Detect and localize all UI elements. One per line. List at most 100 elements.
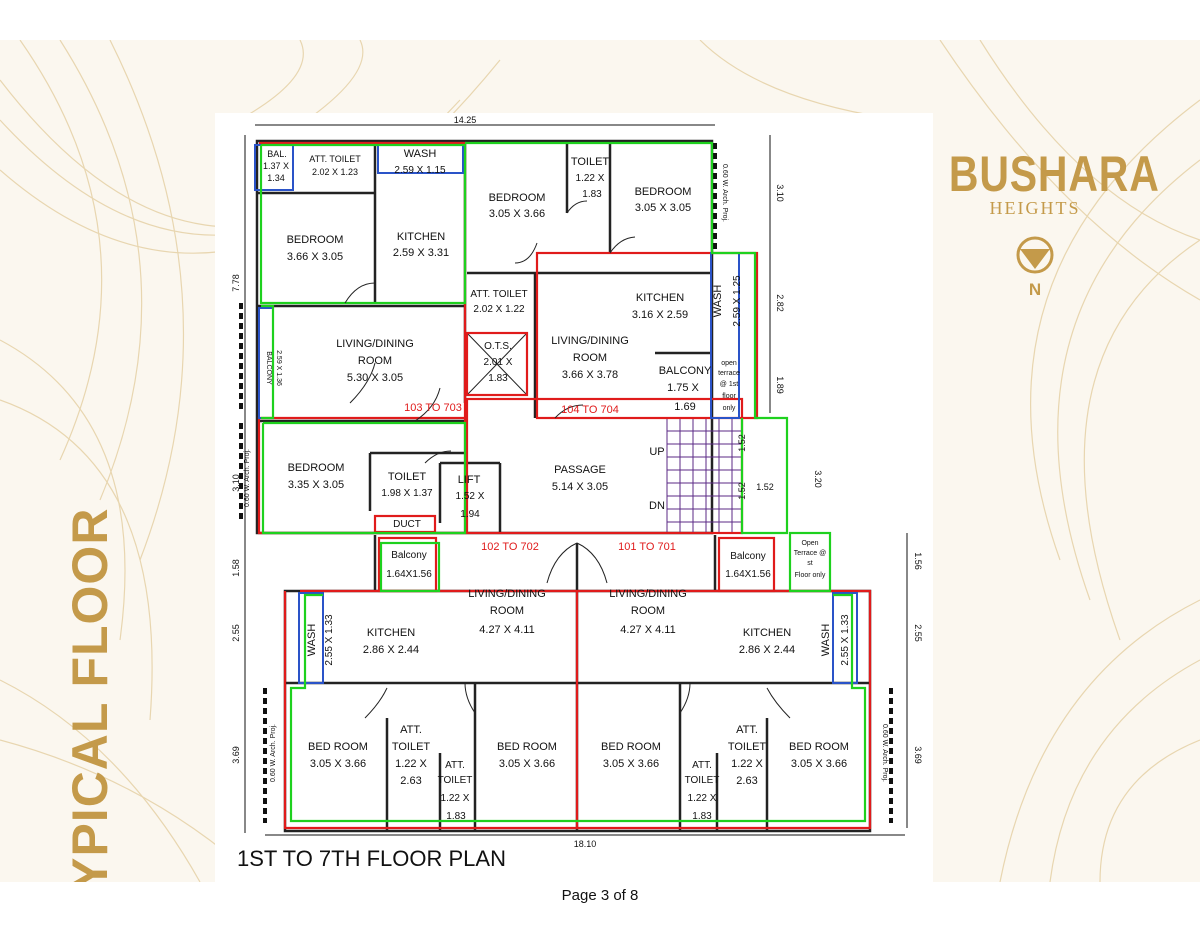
room-balcony-a-name: BALCONY: [265, 351, 272, 385]
room-bed-d1-name: BED ROOM: [601, 741, 661, 753]
unit-label-102: 102 TO 702: [481, 541, 539, 553]
plan-title: 1ST TO 7TH FLOOR PLAN: [237, 846, 506, 871]
room-ots-name: O.T.S.: [484, 341, 512, 352]
room-wash-b-dim: 2.59 X 1.25: [732, 275, 743, 327]
room-att-c1-dim1: 1.22 X: [395, 758, 427, 770]
open-terrace-bottom-4: Floor only: [795, 572, 826, 579]
stair-dimension-1: 1.52: [737, 434, 747, 452]
room-ots-dim1: 2.01 X: [484, 357, 513, 368]
open-terrace-top-5: only: [723, 405, 736, 412]
room-wash-a-name: WASH: [404, 148, 437, 160]
unit-label-101: 101 TO 701: [618, 541, 676, 553]
room-kitchen-c-name: KITCHEN: [367, 627, 415, 639]
room-att-c2-name: ATT.: [445, 760, 465, 771]
dimension-right-7: 3.69: [913, 746, 923, 764]
room-wash-b-name: WASH: [712, 285, 724, 318]
room-balcony-d-dim: 1.64X1.56: [725, 569, 771, 580]
room-bed-d1-dim: 3.05 X 3.66: [603, 758, 659, 770]
room-living-b-room: ROOM: [573, 352, 607, 364]
room-living-b-dim: 3.66 X 3.78: [562, 369, 618, 381]
room-bed-c1-name: BED ROOM: [308, 741, 368, 753]
room-balcony-b-dim2: 1.69: [674, 401, 695, 413]
room-bal-name: BAL.: [267, 149, 287, 159]
brand-logo: BUSHARA HEIGHTS N: [930, 148, 1159, 318]
room-bedroom-a2-name: BEDROOM: [288, 462, 345, 474]
room-bedroom-a1-name: BEDROOM: [287, 234, 344, 246]
dimension-right-3: 1.89: [775, 376, 785, 394]
open-terrace-bottom-3: st: [807, 560, 813, 567]
open-terrace-bottom-2: Terrace @: [794, 550, 826, 557]
room-wash-c-dim: 2.55 X 1.33: [324, 614, 335, 666]
room-bed-c1-dim: 3.05 X 3.66: [310, 758, 366, 770]
room-balcony-a-dim: 2.59 X 1.36: [275, 350, 282, 386]
room-att-d1-dim1: 1.22 X: [688, 793, 717, 804]
room-att-d2-dim1: 1.22 X: [731, 758, 763, 770]
room-bedroom-b1-dim: 3.05 X 3.66: [489, 208, 545, 220]
room-kitchen-b-dim: 3.16 X 2.59: [632, 309, 688, 321]
room-kitchen-c-dim: 2.86 X 2.44: [363, 644, 419, 656]
unit-label-104: 104 TO 704: [561, 404, 619, 416]
room-bedroom-b2-dim: 3.05 X 3.05: [635, 202, 691, 214]
room-bed-d2-name: BED ROOM: [789, 741, 849, 753]
room-balcony-d-name: Balcony: [730, 551, 766, 562]
room-att-d1-name: ATT.: [692, 760, 712, 771]
room-living-a-room: ROOM: [358, 355, 392, 367]
dimension-top: 14.25: [454, 115, 477, 125]
room-att-d1-sub: TOILET: [685, 775, 720, 786]
dimension-right-6: 2.55: [913, 624, 923, 642]
room-lift-dim1: 1.52 X: [456, 491, 485, 502]
room-bal-dim1: 1.37 X: [263, 161, 289, 171]
room-bedroom-b2-name: BEDROOM: [635, 186, 692, 198]
north-label: N: [1029, 280, 1041, 299]
room-living-d-room: ROOM: [631, 605, 665, 617]
room-living-a-dim: 5.30 X 3.05: [347, 372, 403, 384]
stair-up-label: UP: [649, 446, 664, 458]
open-terrace-top-3: @ 1st: [720, 381, 738, 388]
room-att-c2-dim2: 1.83: [446, 811, 466, 822]
upper-block-walls: [255, 139, 714, 535]
room-att-d2-name: ATT.: [736, 724, 758, 736]
room-wash-a-dim: 2.59 X 1.15: [394, 165, 446, 176]
floor-plan-drawing: 14.25 18.10 7.78 3.10 1.58 2.55 3.69 3.1…: [231, 115, 923, 849]
room-att-d1-dim2: 1.83: [692, 811, 712, 822]
room-att-toilet-b-dim: 2.02 X 1.22: [473, 304, 525, 315]
room-balcony-b-dim1: 1.75 X: [667, 382, 699, 394]
arch-proj-note-bottom-left: 0.60 W. Arch. Proj.: [270, 724, 277, 782]
room-living-c-name: LIVING/DINING: [468, 588, 546, 600]
room-att-c1-name: ATT.: [400, 724, 422, 736]
balcony-outlines-blue: [254, 144, 858, 684]
dimension-bottom: 18.10: [574, 839, 597, 849]
dimension-left-2: 3.10: [231, 474, 241, 492]
room-ots-dim2: 1.83: [488, 373, 508, 384]
room-att-toilet-a-dim: 2.02 X 1.23: [312, 167, 358, 177]
room-toilet-b-dim1: 1.22 X: [576, 173, 605, 184]
room-living-a-name: LIVING/DINING: [336, 338, 414, 350]
room-wash-d-name: WASH: [820, 624, 832, 657]
room-bed-d2-dim: 3.05 X 3.66: [791, 758, 847, 770]
door-arc: [344, 282, 376, 304]
stair-dimension-3: 1.52: [737, 482, 747, 500]
room-bedroom-b1-name: BEDROOM: [489, 192, 546, 204]
north-compass-icon: N: [1016, 236, 1054, 299]
room-kitchen-d-dim: 2.86 X 2.44: [739, 644, 795, 656]
room-living-d-dim: 4.27 X 4.11: [620, 624, 675, 636]
room-bed-c2-dim: 3.05 X 3.66: [499, 758, 555, 770]
carpet-outlines-green: [259, 141, 867, 823]
room-att-toilet-b-name: ATT. TOILET: [470, 289, 527, 300]
room-att-c2-sub: TOILET: [438, 775, 473, 786]
page-footer: Page 3 of 8: [561, 887, 639, 904]
room-balcony-c-dim: 1.64X1.56: [386, 569, 432, 580]
room-passage-name: PASSAGE: [554, 464, 606, 476]
room-toilet-b-name: TOILET: [571, 156, 610, 168]
room-kitchen-a-dim: 2.59 X 3.31: [393, 247, 449, 259]
side-title: TYPICAL FLOOR: [40, 508, 140, 882]
floor-plan: 14.25 18.10 7.78 3.10 1.58 2.55 3.69 3.1…: [215, 113, 933, 883]
stair-dimension-2: 1.52: [756, 482, 774, 492]
room-kitchen-a-name: KITCHEN: [397, 231, 445, 243]
room-kitchen-b-name: KITCHEN: [636, 292, 684, 304]
brand-subtitle: HEIGHTS: [989, 198, 1081, 218]
room-passage-dim: 5.14 X 3.05: [552, 481, 608, 493]
dimension-left-5: 3.69: [231, 746, 241, 764]
room-att-c2-dim1: 1.22 X: [441, 793, 470, 804]
open-terrace-bottom-1: Open: [801, 540, 818, 547]
